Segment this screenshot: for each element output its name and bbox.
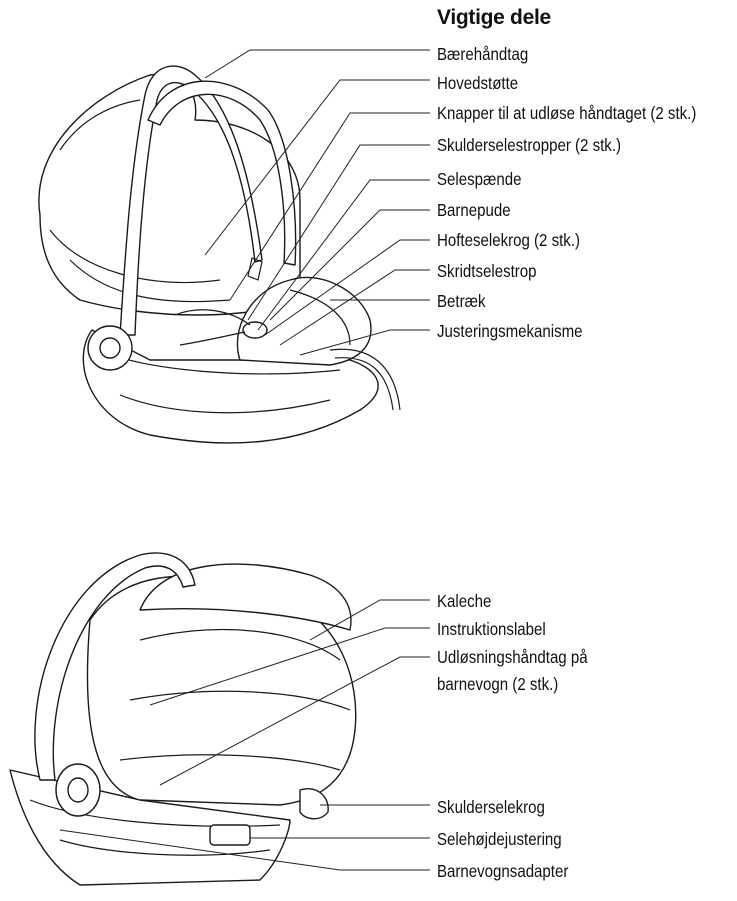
label-adjustment-mechanism: Justeringsmekanisme xyxy=(437,321,583,341)
page-title: Vigtige dele xyxy=(437,6,551,29)
label-handle-release-buttons: Knapper til at udløse håndtaget (2 stk.) xyxy=(437,103,697,123)
label-shoulder-straps: Skulderselestropper (2 stk.) xyxy=(437,135,622,155)
label-stroller-adapter: Barnevognsadapter xyxy=(437,861,569,881)
label-harness-height-adjust: Selehøjdejustering xyxy=(437,829,562,849)
bottom-leader-lines xyxy=(59,599,430,871)
label-hip-harness-hooks: Hofteselekrog (2 stk.) xyxy=(437,230,581,250)
label-crotch-strap: Skridtselestrop xyxy=(437,261,537,281)
label-stroller-release-line1: Udløsningshåndtag på xyxy=(437,647,588,667)
label-infant-cushion: Barnepude xyxy=(437,200,511,220)
car-seat-front-view xyxy=(38,65,401,444)
label-carry-handle: Bærehåndtag xyxy=(437,44,529,64)
label-instruction-label: Instruktionslabel xyxy=(437,619,546,639)
label-shoulder-hook: Skulderselekrog xyxy=(437,797,545,817)
label-canopy: Kaleche xyxy=(437,591,492,611)
label-head-support: Hovedstøtte xyxy=(437,73,519,93)
label-cover: Betræk xyxy=(437,291,486,311)
car-seat-side-view xyxy=(9,552,357,886)
label-buckle: Selespænde xyxy=(437,169,522,189)
label-stroller-release-line2: barnevogn (2 stk.) xyxy=(437,674,559,694)
top-leader-lines xyxy=(204,49,430,356)
